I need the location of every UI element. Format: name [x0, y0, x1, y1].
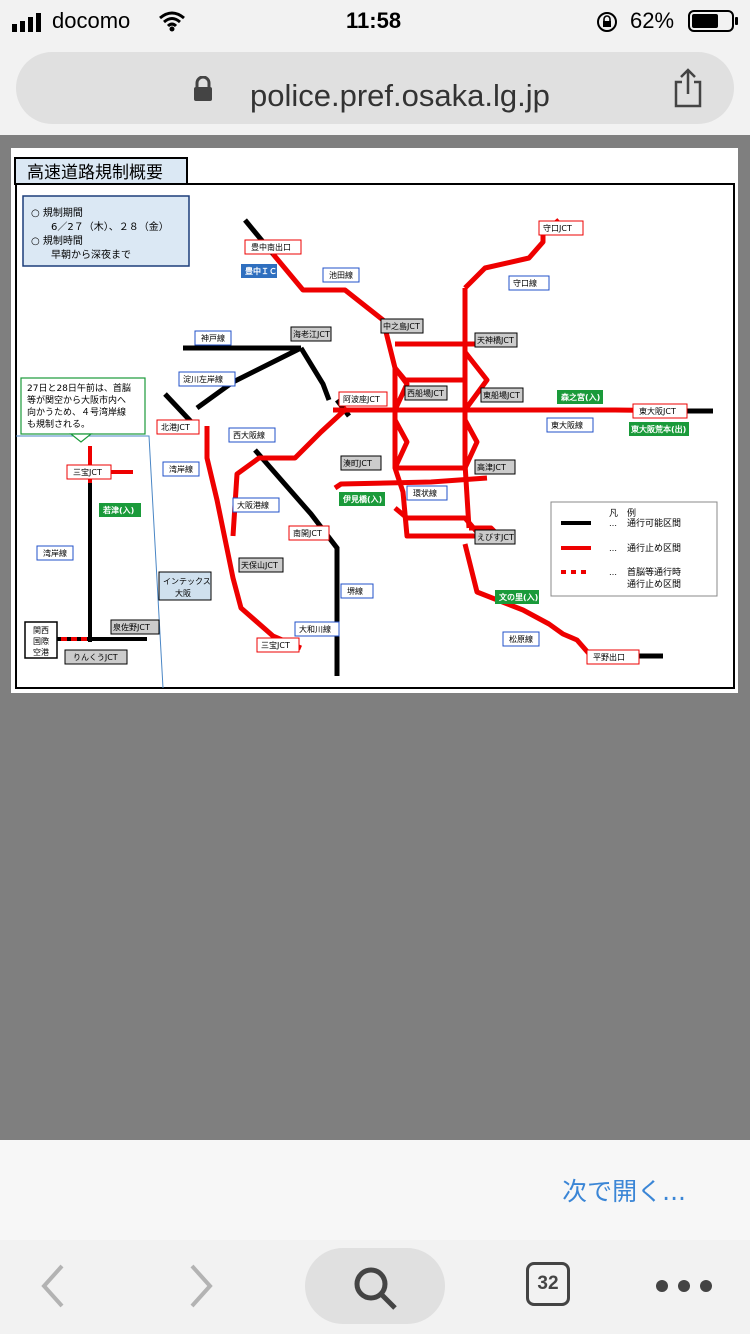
svg-text:天神橋JCT: 天神橋JCT	[477, 335, 514, 345]
svg-text:…: …	[609, 519, 617, 528]
svg-text:東大阪JCT: 東大阪JCT	[639, 406, 676, 416]
svg-text:○ 規制時間: ○ 規制時間	[31, 234, 83, 247]
svg-text:首脳等通行時: 首脳等通行時	[627, 566, 681, 578]
forward-icon[interactable]	[184, 1262, 218, 1310]
svg-text:阿波座JCT: 阿波座JCT	[343, 394, 380, 404]
lock-icon	[194, 76, 212, 101]
svg-text:東船場JCT: 東船場JCT	[483, 390, 520, 400]
svg-text:大和川線: 大和川線	[299, 624, 331, 634]
share-icon[interactable]	[672, 68, 704, 108]
svg-text:伊見橋(入): 伊見橋(入)	[342, 494, 382, 504]
svg-text:中之島JCT: 中之島JCT	[383, 321, 420, 331]
more-icon[interactable]	[654, 1276, 714, 1296]
svg-text:豊中南出口: 豊中南出口	[251, 242, 291, 252]
svg-text:空港: 空港	[33, 647, 49, 657]
svg-text:6／2７（木）、２８（金）: 6／2７（木）、２８（金）	[51, 220, 169, 233]
svg-text:関西: 関西	[33, 626, 49, 635]
signal-icon	[12, 13, 41, 32]
svg-text:国際: 国際	[33, 636, 49, 646]
svg-text:海老江JCT: 海老江JCT	[293, 329, 330, 339]
svg-text:東大阪荒本(出): 東大阪荒本(出)	[631, 424, 686, 434]
svg-text:文の里(入): 文の里(入)	[499, 592, 538, 602]
doc-title: 高速道路規制概要	[27, 163, 163, 183]
search-button[interactable]	[305, 1248, 445, 1324]
svg-text:三宝JCT: 三宝JCT	[261, 640, 290, 650]
svg-text:神戸線: 神戸線	[201, 333, 225, 343]
tabs-button[interactable]: 32	[526, 1262, 570, 1306]
svg-text:通行止め区間: 通行止め区間	[627, 542, 681, 554]
svg-text:南開JCT: 南開JCT	[293, 528, 322, 538]
svg-text:豊中ＩＣ: 豊中ＩＣ	[245, 266, 277, 276]
battery-icon	[688, 10, 738, 32]
regulation-map: 高速道路規制概要 ○ 規制期間 6／2７（木）、２８（金） ○ 規制時間 早朝か…	[14, 157, 735, 689]
svg-text:等が関空から大阪市内へ: 等が関空から大阪市内へ	[27, 394, 126, 406]
svg-text:北港JCT: 北港JCT	[161, 422, 190, 432]
url-text: police.pref.osaka.lg.jp	[250, 78, 550, 113]
open-next-link[interactable]: 次で開く...	[562, 1177, 686, 1206]
browser-toolbar: 32	[0, 1240, 750, 1334]
svg-text:…: …	[609, 544, 617, 553]
svg-text:西大阪線: 西大阪線	[233, 430, 265, 440]
status-bar: docomo 11:58 62%	[0, 0, 750, 44]
svg-text:高津JCT: 高津JCT	[477, 462, 506, 472]
svg-text:インテックス: インテックス	[163, 577, 211, 586]
svg-text:天保山JCT: 天保山JCT	[241, 560, 278, 570]
back-icon[interactable]	[36, 1262, 70, 1310]
svg-text:…: …	[609, 568, 617, 577]
carrier-label: docomo	[52, 8, 131, 33]
svg-text:湾岸線: 湾岸線	[43, 548, 67, 558]
svg-text:西船場JCT: 西船場JCT	[407, 388, 444, 398]
regulation-map-document: 高速道路規制概要 ○ 規制期間 6／2７（木）、２８（金） ○ 規制時間 早朝か…	[11, 148, 738, 693]
svg-text:淀川左岸線: 淀川左岸線	[183, 374, 223, 384]
svg-text:湾岸線: 湾岸線	[169, 464, 193, 474]
browser-address-area: police.pref.osaka.lg.jp	[0, 44, 750, 135]
svg-text:○ 規制期間: ○ 規制期間	[31, 206, 83, 219]
page-content: 高速道路規制概要 ○ 規制期間 6／2７（木）、２８（金） ○ 規制時間 早朝か…	[0, 135, 750, 1140]
svg-text:りんくうJCT: りんくうJCT	[73, 653, 118, 662]
svg-text:向かうため、４号湾岸線: 向かうため、４号湾岸線	[27, 406, 126, 418]
clock: 11:58	[346, 8, 402, 33]
tab-count: 32	[537, 1273, 559, 1294]
open-in-banner: 次で開く...	[0, 1140, 750, 1240]
battery-percent: 62%	[630, 8, 675, 33]
search-icon	[354, 1267, 397, 1310]
svg-text:27日と28日午前は、首脳: 27日と28日午前は、首脳	[27, 382, 131, 394]
svg-text:も規制される。: も規制される。	[27, 418, 90, 430]
svg-text:堺線: 堺線	[347, 586, 363, 596]
address-bar[interactable]: police.pref.osaka.lg.jp	[16, 52, 734, 124]
svg-text:守口線: 守口線	[513, 278, 537, 288]
svg-text:松原線: 松原線	[509, 634, 533, 644]
svg-text:守口JCT: 守口JCT	[543, 223, 572, 233]
svg-text:環状線: 環状線	[413, 488, 437, 498]
svg-text:若津(入): 若津(入)	[102, 505, 134, 515]
svg-text:凡 例: 凡 例	[609, 507, 636, 519]
svg-text:早朝から深夜まで: 早朝から深夜まで	[51, 248, 131, 261]
svg-text:通行止め区間: 通行止め区間	[627, 578, 681, 590]
svg-text:森之宮(入): 森之宮(入)	[561, 392, 600, 402]
svg-text:池田線: 池田線	[329, 270, 353, 280]
svg-text:通行可能区間: 通行可能区間	[627, 517, 681, 529]
svg-text:えびすJCT: えびすJCT	[477, 533, 514, 542]
svg-text:大阪港線: 大阪港線	[237, 500, 269, 510]
rotation-lock-icon	[597, 12, 617, 32]
svg-text:平野出口: 平野出口	[593, 652, 625, 662]
wifi-icon	[159, 11, 185, 32]
svg-text:大阪: 大阪	[175, 588, 191, 598]
svg-text:三宝JCT: 三宝JCT	[73, 467, 102, 477]
svg-text:東大阪線: 東大阪線	[551, 420, 583, 430]
svg-text:泉佐野JCT: 泉佐野JCT	[113, 622, 150, 632]
svg-text:湊町JCT: 湊町JCT	[343, 458, 372, 468]
